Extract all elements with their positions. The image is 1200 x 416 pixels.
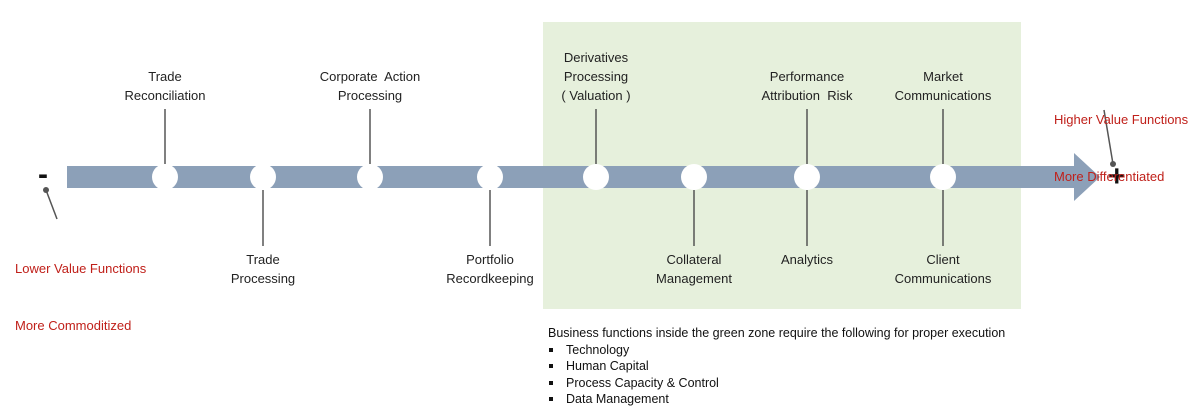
high-end-line1: Higher Value Functions bbox=[1054, 112, 1189, 127]
axis-node bbox=[681, 164, 707, 190]
low-end-pointer bbox=[45, 189, 58, 220]
function-label-line: Processing bbox=[337, 88, 403, 103]
function-label-line: Recordkeeping bbox=[446, 271, 534, 286]
function-label-line: Processing bbox=[563, 69, 629, 84]
high-end-line2: More Differentiated bbox=[1054, 169, 1165, 184]
plus-sign: + bbox=[1108, 160, 1126, 193]
arrow-head bbox=[1074, 153, 1100, 201]
function-label-line: Attribution Risk bbox=[761, 88, 853, 103]
function-label-line: Communications bbox=[894, 88, 992, 103]
function-label-line: Analytics bbox=[780, 252, 834, 267]
requirement-item: Data Management bbox=[548, 391, 1005, 408]
function-label-line: Client bbox=[926, 252, 960, 267]
function-label-line: Market bbox=[923, 69, 963, 84]
function-label-line: ( Valuation ) bbox=[561, 88, 631, 103]
function-label-line: Portfolio bbox=[466, 252, 514, 267]
function-label-line: Processing bbox=[230, 271, 296, 286]
function-label-line: Management bbox=[656, 271, 732, 286]
requirement-item: Technology bbox=[548, 342, 1005, 359]
arrow-shaft bbox=[67, 166, 1077, 188]
function-label-line: Collateral bbox=[666, 252, 722, 267]
high-end-pointer bbox=[1103, 109, 1114, 165]
low-end-label: Lower Value Functions More Commoditized bbox=[15, 221, 146, 373]
function-label-line: Reconciliation bbox=[124, 88, 206, 103]
axis-node bbox=[583, 164, 609, 190]
axis-node bbox=[357, 164, 383, 190]
minus-sign: - bbox=[38, 158, 48, 191]
function-label-line: Performance bbox=[769, 69, 845, 84]
low-end-pointer-dot bbox=[43, 187, 49, 193]
requirement-item: Process Capacity & Control bbox=[548, 375, 1005, 392]
function-label-line: Derivatives bbox=[563, 50, 629, 65]
low-end-line1: Lower Value Functions bbox=[15, 261, 147, 276]
note-heading: Business functions inside the green zone… bbox=[548, 326, 1006, 340]
low-end-line2: More Commoditized bbox=[15, 318, 132, 333]
axis-node bbox=[250, 164, 276, 190]
axis-node bbox=[152, 164, 178, 190]
green-zone-note: Business functions inside the green zone… bbox=[548, 325, 1005, 408]
axis-node bbox=[930, 164, 956, 190]
axis-node bbox=[794, 164, 820, 190]
function-label-line: Corporate Action bbox=[319, 69, 421, 84]
function-label-analytics: Analytics bbox=[717, 250, 897, 269]
axis-node bbox=[477, 164, 503, 190]
function-label-line: Trade bbox=[246, 252, 280, 267]
function-label-line: Trade bbox=[148, 69, 182, 84]
requirements-list: Technology Human Capital Process Capacit… bbox=[548, 342, 1005, 408]
requirement-item: Human Capital bbox=[548, 358, 1005, 375]
function-label-line: Communications bbox=[894, 271, 992, 286]
high-end-pointer-dot bbox=[1110, 161, 1116, 167]
high-end-label: Higher Value Functions More Differentiat… bbox=[1054, 72, 1188, 224]
